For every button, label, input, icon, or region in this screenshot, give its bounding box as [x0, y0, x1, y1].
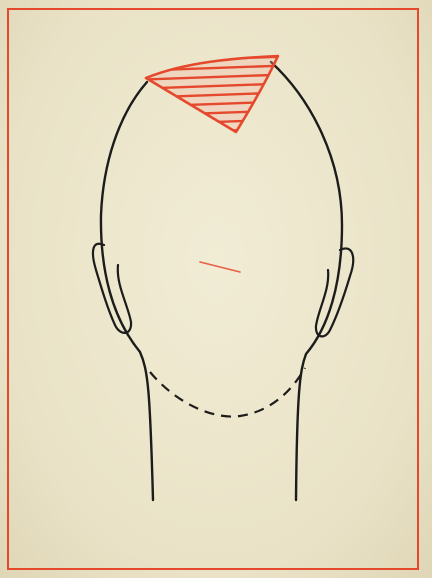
- jawline-dashed: [150, 368, 305, 417]
- left-ear: [93, 244, 131, 333]
- crown-hatched-region: [130, 56, 300, 134]
- head-outline: [101, 62, 342, 500]
- red-stray-mark: [200, 262, 240, 272]
